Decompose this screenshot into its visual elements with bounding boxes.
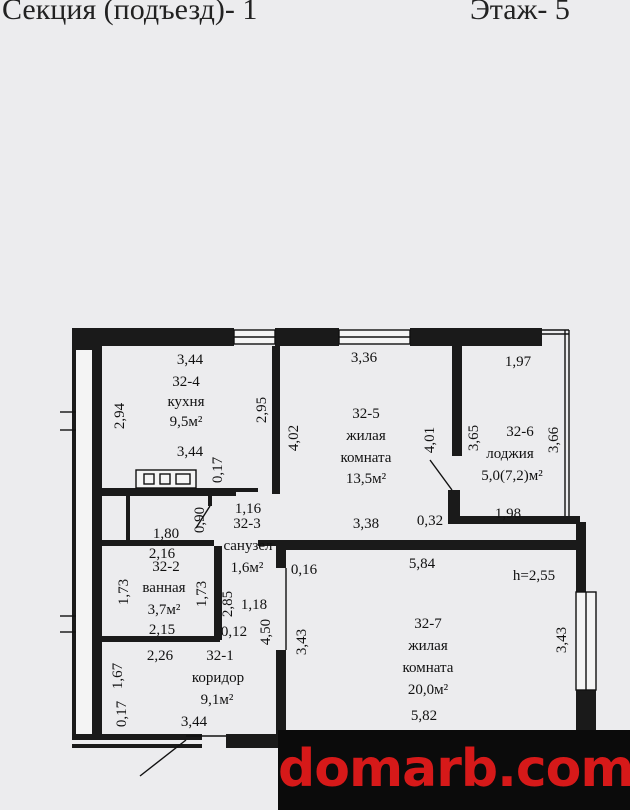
corridor-name: коридор	[192, 670, 244, 686]
exterior-walls	[60, 328, 597, 777]
dim-label: 4,01	[422, 427, 438, 453]
living2-name1: жилая	[407, 638, 448, 654]
corridor-area: 9,1м²	[201, 692, 234, 708]
wc-area: 1,6м²	[231, 560, 264, 576]
dim-label: 3,66	[546, 426, 562, 453]
watermark-logo: domarb.com	[278, 730, 630, 810]
dim-label: 3,44	[181, 714, 208, 730]
kitchen-id: 32-4	[172, 374, 200, 390]
dim-label: 1,67	[110, 662, 126, 689]
living2-id: 32-7	[414, 616, 442, 632]
dim-label: 1,73	[116, 579, 132, 605]
dim-label: 2,94	[112, 402, 128, 429]
dim-label: 2,15	[149, 622, 175, 638]
dim-label: 0,16	[291, 562, 318, 578]
dim-label: 3,36	[351, 350, 378, 366]
dim-label: 5,84	[409, 556, 436, 572]
dim-label: 3,44	[177, 444, 204, 460]
wc-name: санузел	[223, 538, 273, 554]
dim-label: 0,90	[192, 507, 208, 533]
living1-name1: жилая	[345, 428, 386, 444]
living2-area: 20,0м²	[408, 682, 449, 698]
dim-label: 0,32	[417, 513, 443, 529]
dim-label: 3,65	[466, 425, 482, 451]
dim-label: 4,50	[258, 619, 274, 645]
kitchen-name: кухня	[167, 394, 204, 410]
dim-label: 1,80	[153, 526, 179, 542]
living1-id: 32-5	[352, 406, 380, 422]
dim-label: h=2,55	[513, 568, 555, 584]
dim-label: 2,85	[220, 591, 236, 617]
wc-id: 32-3	[233, 516, 261, 532]
section-title: Секция (подъезд)- 1	[2, 0, 258, 26]
dim-label: 1,73	[194, 581, 210, 607]
dim-label: 1,18	[241, 597, 267, 613]
loggia-area: 5,0(7,2)м²	[481, 468, 543, 484]
dim-label: 2,95	[254, 397, 270, 423]
living1-area: 13,5м²	[346, 471, 387, 487]
dim-label: 2,26	[147, 648, 174, 664]
dim-label: 1,97	[505, 354, 532, 370]
bath-area: 3,7м²	[148, 602, 181, 618]
bath-id: 32-2	[152, 559, 180, 575]
dim-label: 0,17	[210, 456, 226, 483]
dim-label: 2,16	[149, 546, 176, 562]
loggia-id: 32-6	[506, 424, 534, 440]
loggia-name: лоджия	[486, 446, 534, 462]
bath-name: ванная	[142, 580, 185, 596]
dim-label: 1,98	[495, 506, 521, 522]
dim-label: 3,43	[554, 627, 570, 653]
dim-label: 3,44	[177, 352, 204, 368]
dim-label: 3,38	[353, 516, 379, 532]
dim-label: 3,43	[294, 629, 310, 655]
dim-label: 1,16	[235, 501, 262, 517]
floor-title: Этаж- 5	[470, 0, 570, 26]
living1-name2: комната	[341, 450, 392, 466]
living2-name2: комната	[403, 660, 454, 676]
dim-label: 0,17	[114, 700, 130, 727]
dim-label: 0,12	[221, 624, 247, 640]
dim-label: 5,82	[411, 708, 437, 724]
interior-walls	[102, 346, 287, 734]
kitchen-area: 9,5м²	[170, 414, 203, 430]
corridor-id: 32-1	[206, 648, 234, 664]
dim-label: 4,02	[286, 425, 302, 451]
